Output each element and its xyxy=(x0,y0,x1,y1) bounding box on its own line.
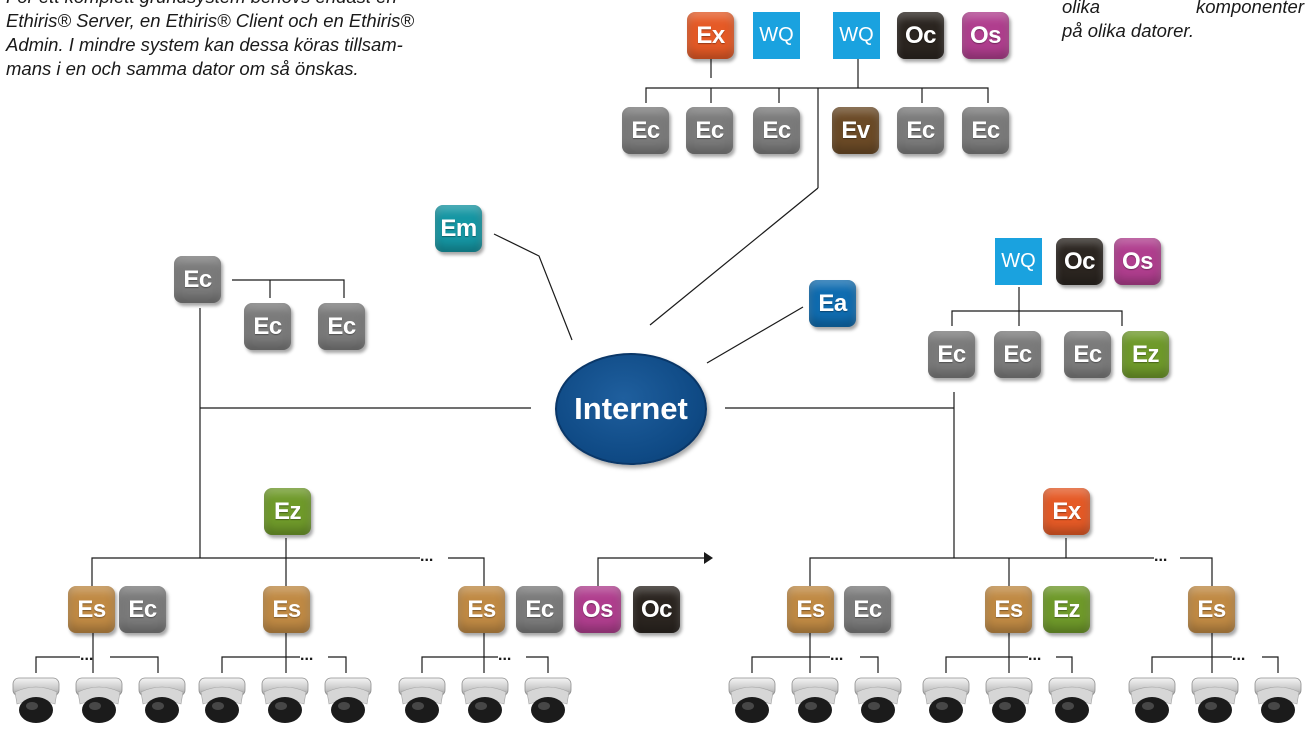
ellipsis-left-bus: ... xyxy=(420,548,433,565)
node-ex-right: Ex xyxy=(1043,488,1090,535)
node-ec-top-3: Ec xyxy=(753,107,800,154)
node-ec-top-1: Ec xyxy=(622,107,669,154)
intro-line: För ett komplett grundsystem behövs enda… xyxy=(6,0,476,9)
dome-camera-icon xyxy=(728,677,776,723)
dome-camera-icon xyxy=(75,677,123,723)
dome-camera-icon xyxy=(985,677,1033,723)
node-os-right: Os xyxy=(1114,238,1161,285)
node-es-left-3: Es xyxy=(458,586,505,633)
intro-text: För ett komplett grundsystem behövs enda… xyxy=(6,0,476,81)
node-ec-left-3: Ec xyxy=(318,303,365,350)
ellipsis-cam-5: ... xyxy=(1028,647,1041,664)
dome-camera-icon xyxy=(198,677,246,723)
node-ec-left-server-1: Ec xyxy=(119,586,166,633)
dome-camera-icon xyxy=(922,677,970,723)
dome-camera-icon xyxy=(261,677,309,723)
node-ec-right-3: Ec xyxy=(1064,331,1111,378)
node-wq-top-2: WQ xyxy=(833,12,880,59)
dome-camera-icon xyxy=(138,677,186,723)
node-es-left-1: Es xyxy=(68,586,115,633)
node-ec-left-main: Ec xyxy=(174,256,221,303)
node-oc-left: Oc xyxy=(633,586,680,633)
dome-camera-icon xyxy=(461,677,509,723)
node-ec-right-2: Ec xyxy=(994,331,1041,378)
node-os-left: Os xyxy=(574,586,621,633)
internet-label: Internet xyxy=(574,391,688,426)
dome-camera-icon xyxy=(1191,677,1239,723)
intro-line: Admin. I mindre system kan dessa köras t… xyxy=(6,34,403,55)
node-oc-top: Oc xyxy=(897,12,944,59)
node-ec-right-server: Ec xyxy=(844,586,891,633)
ellipsis-cam-6: ... xyxy=(1232,647,1245,664)
node-ec-left-server-2: Ec xyxy=(516,586,563,633)
note-line: på olika datorer. xyxy=(1062,20,1194,41)
note-word: olika xyxy=(1062,0,1101,17)
dome-camera-icon xyxy=(524,677,572,723)
node-ec-left-2: Ec xyxy=(244,303,291,350)
dome-camera-icon xyxy=(854,677,902,723)
node-es-right-1: Es xyxy=(787,586,834,633)
node-ev-top: Ev xyxy=(832,107,879,154)
dome-camera-icon xyxy=(1128,677,1176,723)
node-ea: Ea xyxy=(809,280,856,327)
node-ez-right-server: Ez xyxy=(1043,586,1090,633)
node-ez-right: Ez xyxy=(1122,331,1169,378)
node-ex-top: Ex xyxy=(687,12,734,59)
dome-camera-icon xyxy=(324,677,372,723)
node-es-left-2: Es xyxy=(263,586,310,633)
intro-line: Ethiris® Server, en Ethiris® Client och … xyxy=(6,10,414,31)
node-ec-right-1: Ec xyxy=(928,331,975,378)
node-ec-top-4: Ec xyxy=(897,107,944,154)
node-oc-right: Oc xyxy=(1056,238,1103,285)
dome-camera-icon xyxy=(1048,677,1096,723)
node-os-top: Os xyxy=(962,12,1009,59)
node-ez-left: Ez xyxy=(264,488,311,535)
ellipsis-cam-2: ... xyxy=(300,647,313,664)
node-wq-right: WQ xyxy=(995,238,1042,285)
intro-line: mans i en och samma dator om så önskas. xyxy=(6,58,359,79)
node-ec-top-5: Ec xyxy=(962,107,1009,154)
note-line: olika komponenter xyxy=(1062,0,1304,19)
ellipsis-cam-4: ... xyxy=(830,647,843,664)
dome-camera-icon xyxy=(398,677,446,723)
ellipsis-right-bus: ... xyxy=(1154,548,1167,565)
dome-camera-icon xyxy=(1254,677,1302,723)
internet-ellipse: Internet xyxy=(555,353,707,465)
node-es-right-3: Es xyxy=(1188,586,1235,633)
dome-camera-icon xyxy=(12,677,60,723)
node-es-right-2: Es xyxy=(985,586,1032,633)
node-ec-top-2: Ec xyxy=(686,107,733,154)
ellipsis-cam-3: ... xyxy=(498,647,511,664)
note-word: komponenter xyxy=(1196,0,1304,17)
ellipsis-cam-1: ... xyxy=(80,647,93,664)
node-wq-top-1: WQ xyxy=(753,12,800,59)
side-note: olika komponenter på olika datorer. xyxy=(1062,0,1304,43)
node-em: Em xyxy=(435,205,482,252)
dome-camera-icon xyxy=(791,677,839,723)
